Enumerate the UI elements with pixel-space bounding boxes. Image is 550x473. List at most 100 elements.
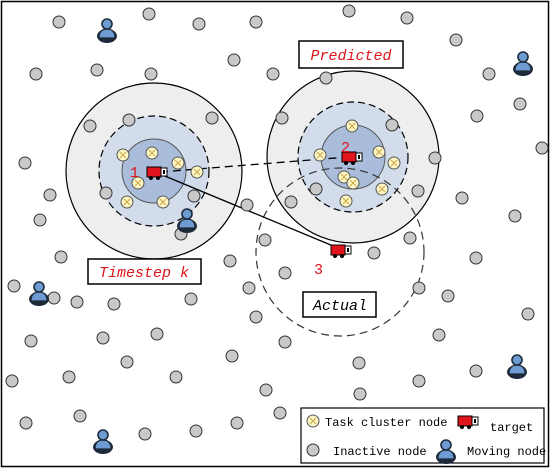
inactive-node [455,191,469,205]
inactive-node [169,370,183,384]
task-cluster-node [387,156,401,170]
inactive-node [412,281,426,295]
inactive-node [482,67,496,81]
inactive-node [19,416,33,430]
inactive-node [99,186,113,200]
inactive-node [259,383,273,397]
actual-label: Actual [312,298,367,315]
legend: Task cluster node target Inactive node M… [300,407,546,465]
inactive-node [273,406,287,420]
actual-label-box: Actual [302,291,377,318]
timestep-label: Timestep k [99,265,189,282]
inactive-node [319,71,333,85]
inactive-node [73,409,87,423]
task-cluster-node [372,145,386,159]
inactive-node [142,7,156,21]
inactive-node [54,250,68,264]
task-cluster-node [156,195,170,209]
inactive-node [385,118,399,132]
sensing-zone-actual [255,167,425,337]
inactive-node [47,291,61,305]
inactive-node [428,151,442,165]
inactive-node [122,113,136,127]
inactive-node [18,156,32,170]
legend-target-label: target [490,421,533,435]
predicted-label: Predicted [310,48,391,65]
inactive-node [353,387,367,401]
inactive-node [192,17,206,31]
inactive-node [90,63,104,77]
task-cluster-node [116,148,130,162]
moving-node [506,354,528,380]
task-cluster-node [313,148,327,162]
inactive-node [5,374,19,388]
inactive-node [52,15,66,29]
moving-node [28,281,50,307]
inactive-node [278,335,292,349]
inactive-node [367,246,381,260]
moving-node [92,429,114,455]
inactive-node [278,266,292,280]
inactive-node [96,331,110,345]
legend-task-cluster-icon [306,414,320,428]
inactive-node [266,67,280,81]
inactive-node [230,416,244,430]
inactive-node [24,334,38,348]
inactive-node [184,292,198,306]
task-cluster-node [346,176,360,190]
inactive-node [309,182,323,196]
inactive-node [535,141,549,155]
inactive-node [205,111,219,125]
inactive-node [242,281,256,295]
inactive-node [469,364,483,378]
inactive-node [33,213,47,227]
inactive-node [83,119,97,133]
inactive-node [240,198,254,212]
inactive-node [469,251,483,265]
predicted-label-box: Predicted [298,40,404,69]
moving-node [96,18,118,44]
inactive-node [513,97,527,111]
inactive-node [70,295,84,309]
inactive-node [403,231,417,245]
position-label-2: 2 [341,140,350,157]
inactive-node [258,233,272,247]
task-cluster-node [120,195,134,209]
inactive-node [432,328,446,342]
inactive-node [441,289,455,303]
task-cluster-node [345,119,359,133]
legend-inactive-label: Inactive node [333,445,427,459]
legend-moving-label: Moving node [467,445,546,459]
inactive-node [7,279,21,293]
moving-node [512,51,534,77]
inactive-node [249,310,263,324]
inactive-node [342,4,356,18]
inactive-node [43,188,57,202]
inactive-node [225,349,239,363]
inactive-node [29,67,43,81]
task-cluster-node [190,165,204,179]
inactive-node [400,11,414,25]
inactive-node [144,67,158,81]
position-label-3: 3 [314,262,323,279]
inactive-node [62,370,76,384]
task-cluster-node [375,182,389,196]
inactive-node [352,356,366,370]
inactive-node [470,109,484,123]
legend-inactive-icon [306,443,320,457]
legend-task-cluster-label: Task cluster node [325,416,447,430]
inactive-node [284,195,298,209]
inactive-node [138,427,152,441]
inactive-node [107,297,121,311]
inactive-node [411,184,425,198]
inactive-node [249,15,263,29]
inactive-node [412,374,426,388]
inactive-node [275,111,289,125]
inactive-node [521,307,535,321]
task-cluster-node [339,194,353,208]
inactive-node [508,209,522,223]
position-label-1: 1 [130,165,139,182]
